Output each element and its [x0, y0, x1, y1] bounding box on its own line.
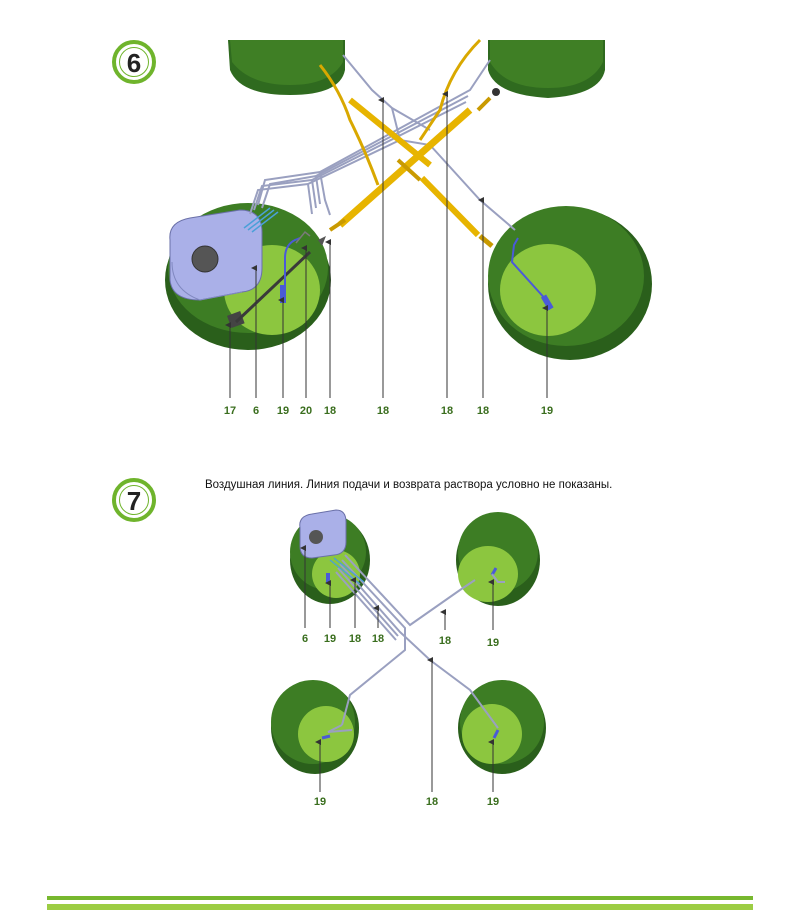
step-6-diagram: 17 6 19 20 18 18 18 18 19 [165, 38, 652, 417]
aerator-left [280, 285, 286, 303]
step6-callout-17: 17 [224, 405, 236, 417]
solution-lines [318, 38, 500, 248]
compressor-small [299, 509, 347, 559]
step7-callout-18: 18 [349, 633, 361, 645]
air-lines-step7 [327, 554, 505, 733]
step7-callout-19: 19 [314, 796, 326, 808]
step7-callout-19: 19 [487, 796, 499, 808]
step7-callout-18: 18 [439, 635, 451, 647]
step-7-number: 7 [126, 486, 142, 516]
step-6-number: 6 [126, 48, 142, 78]
step-7-caption: Воздушная линия. Линия подачи и возврата… [205, 479, 613, 491]
air-lines [249, 54, 516, 231]
compressor-small-fan-icon [309, 530, 323, 544]
step7-callout-6: 6 [302, 633, 308, 645]
footer-line-top [47, 896, 753, 900]
tank-main-right [488, 206, 652, 360]
control-box [227, 311, 245, 329]
footer-line-bottom [47, 904, 753, 910]
step-7-diagram: 6 19 18 18 18 19 19 18 19 [271, 509, 546, 808]
compressor [169, 209, 263, 301]
step6-callout-6: 6 [253, 405, 259, 417]
step6-callout-19: 19 [541, 405, 553, 417]
tank-top-right [488, 40, 605, 98]
step6-callout-20: 20 [300, 405, 312, 417]
step6-callout-18: 18 [324, 405, 336, 417]
step6-callout-19: 19 [277, 405, 289, 417]
step7-callout-19: 19 [324, 633, 336, 645]
step6-callout-18: 18 [441, 405, 453, 417]
step6-callout-18: 18 [377, 405, 389, 417]
step7-callout-18: 18 [426, 796, 438, 808]
step6-callout-18: 18 [477, 405, 489, 417]
step-7-badge: 7 [112, 478, 156, 522]
tank-top-left [228, 40, 345, 95]
tank-lower-left [271, 680, 359, 774]
compressor-fan-icon [191, 245, 219, 273]
step-6-badge: 6 [112, 40, 156, 84]
step7-callout-18: 18 [372, 633, 384, 645]
tank-lower-right [458, 680, 546, 774]
step7-callout-19: 19 [487, 637, 499, 649]
tank-upper-right [456, 512, 540, 606]
